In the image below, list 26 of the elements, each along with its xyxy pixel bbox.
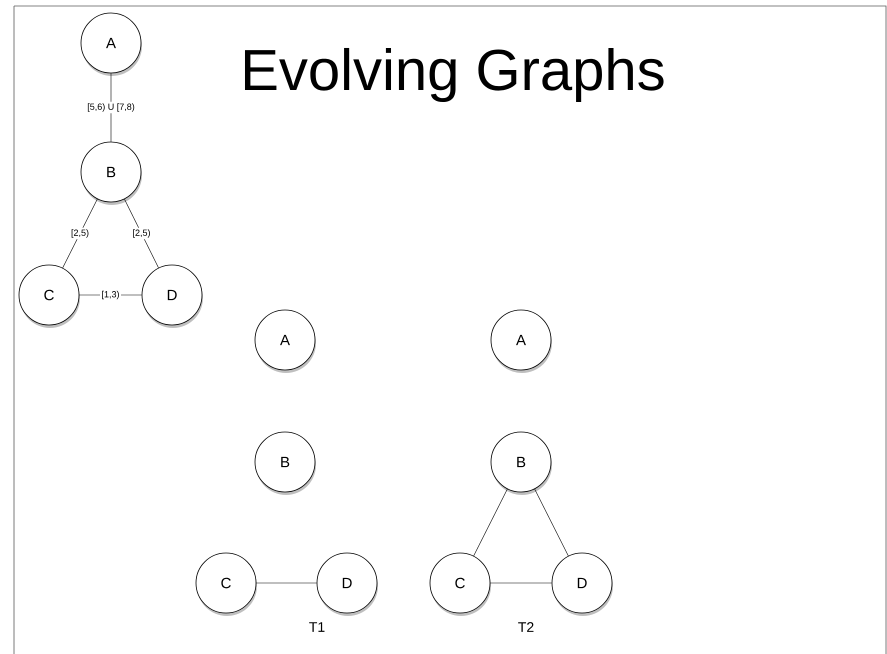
edge-label: [2,5) <box>72 229 88 238</box>
title: Evolving Graphs <box>244 48 664 102</box>
graph-vertex: A <box>80 12 142 76</box>
edge-line <box>490 582 552 584</box>
graph-vertex: D <box>316 552 378 616</box>
edge-line <box>62 198 98 268</box>
edge-line <box>534 488 569 556</box>
edge-line <box>256 582 317 584</box>
graph-vertex: C <box>18 264 80 328</box>
graph-vertex: C <box>196 552 257 616</box>
graph-vertex: B <box>80 142 142 205</box>
graph-vertex: B <box>490 432 552 495</box>
graph-vertex: D <box>142 264 203 328</box>
graph-caption: T2 <box>518 622 534 632</box>
edge-line <box>473 488 508 556</box>
edge-line <box>79 294 142 296</box>
edge-label: [2,5) <box>133 229 150 238</box>
graph-vertex: D <box>552 552 613 616</box>
graph-vertex: C <box>430 552 491 616</box>
graph-vertex: A <box>254 310 316 373</box>
edge-label: [5,6) U [7,8) <box>88 103 134 112</box>
graph-caption: T1 <box>309 622 324 632</box>
edge-line <box>124 198 159 268</box>
graph-vertex: A <box>490 310 552 373</box>
graph-vertex: B <box>254 432 316 495</box>
edge-label: [1,3) <box>102 290 119 300</box>
